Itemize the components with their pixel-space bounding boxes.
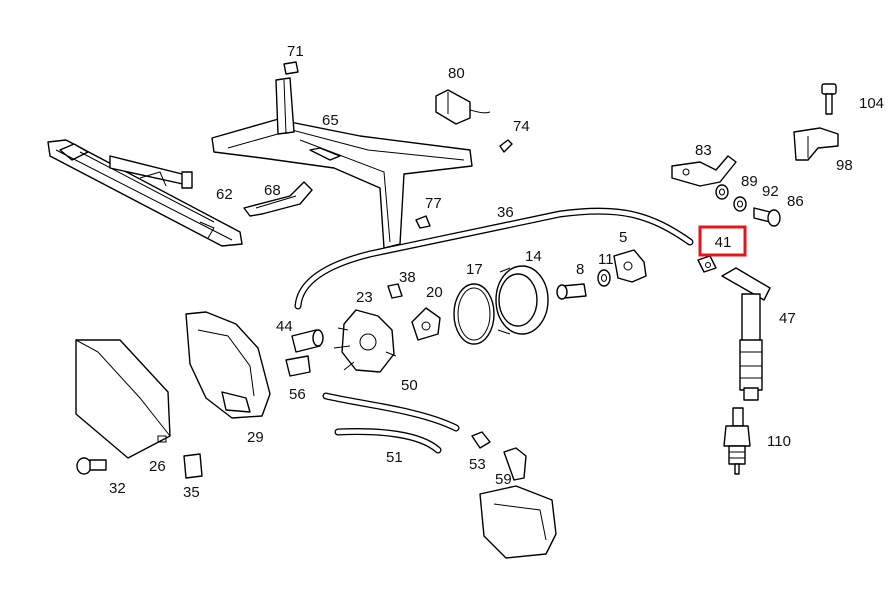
label-29: 29 (247, 429, 264, 446)
part-50-hose[interactable] (322, 392, 460, 432)
part-65-frame[interactable] (211, 77, 473, 249)
label-62: 62 (216, 186, 233, 203)
label-8: 8 (576, 261, 584, 278)
part-77-clip[interactable] (415, 215, 431, 229)
label-59: 59 (495, 471, 512, 488)
label-14: 14 (525, 248, 542, 265)
label-104: 104 (859, 95, 884, 112)
part-36-tube[interactable] (294, 207, 694, 310)
part-53-fitting[interactable] (471, 431, 491, 449)
part-71-clip[interactable] (283, 61, 299, 75)
label-77: 77 (425, 195, 442, 212)
part-68-bracket[interactable] (243, 181, 313, 217)
part-29-housing[interactable] (185, 311, 271, 419)
label-23: 23 (356, 289, 373, 306)
highlight-box-41 (698, 225, 747, 257)
part-44-connector[interactable] (291, 329, 324, 353)
part-51-hose[interactable] (334, 428, 442, 454)
part-11-washer[interactable] (597, 269, 611, 287)
part-74-clip[interactable] (499, 139, 513, 153)
label-41: 41 (715, 234, 732, 251)
part-56-connector[interactable] (285, 355, 311, 377)
label-51: 51 (386, 449, 403, 466)
label-5: 5 (619, 229, 627, 246)
label-110: 110 (767, 433, 791, 450)
label-36: 36 (497, 204, 514, 221)
part-98-bracket[interactable] (793, 127, 839, 161)
part-14-ring[interactable] (495, 265, 549, 335)
label-26: 26 (149, 458, 166, 475)
part-83-bracket[interactable] (671, 155, 737, 187)
label-68: 68 (264, 182, 281, 199)
label-86: 86 (787, 193, 804, 210)
part-labels: 71 80 65 74 104 83 98 62 68 77 36 89 92 … (109, 43, 884, 501)
part-92-washer[interactable] (733, 196, 747, 212)
part-5-flange[interactable] (613, 249, 647, 283)
part-32-bolt[interactable] (76, 457, 107, 475)
part-104-bolt[interactable] (821, 83, 837, 115)
label-38: 38 (399, 269, 416, 286)
label-11: 11 (598, 251, 614, 268)
label-32: 32 (109, 480, 126, 497)
part-47-plug-lead[interactable] (721, 267, 771, 401)
part-38-clip[interactable] (387, 283, 403, 299)
label-98: 98 (836, 157, 853, 174)
part-23-distributor-cap[interactable] (333, 309, 397, 373)
label-50: 50 (401, 377, 418, 394)
label-17: 17 (466, 261, 483, 278)
label-92: 92 (762, 183, 779, 200)
label-56: 56 (289, 386, 306, 403)
label-83: 83 (695, 142, 712, 159)
part-20-sensor[interactable] (411, 307, 441, 341)
label-35: 35 (183, 484, 200, 501)
part-86-bolt[interactable] (753, 207, 781, 227)
part-8-bolt[interactable] (556, 283, 587, 300)
part-35-clip[interactable] (183, 453, 203, 479)
label-65: 65 (322, 112, 339, 129)
label-20: 20 (426, 284, 443, 301)
part-17-oring[interactable] (453, 283, 495, 345)
label-47: 47 (779, 310, 796, 327)
part-41-connector[interactable] (697, 255, 717, 273)
part-80-sensor[interactable] (435, 89, 491, 125)
label-89: 89 (741, 173, 758, 190)
part-110-spark-plug[interactable] (723, 407, 751, 475)
label-80: 80 (448, 65, 465, 82)
part-89-washer[interactable] (715, 184, 729, 200)
part-62-rail[interactable] (47, 139, 243, 247)
part-26-air-box[interactable] (75, 339, 171, 459)
label-74: 74 (513, 118, 530, 135)
label-71: 71 (287, 43, 304, 60)
part-59-elbow[interactable] (503, 447, 527, 481)
part-59-cover[interactable] (479, 485, 557, 559)
label-44: 44 (276, 318, 293, 335)
label-53: 53 (469, 456, 486, 473)
